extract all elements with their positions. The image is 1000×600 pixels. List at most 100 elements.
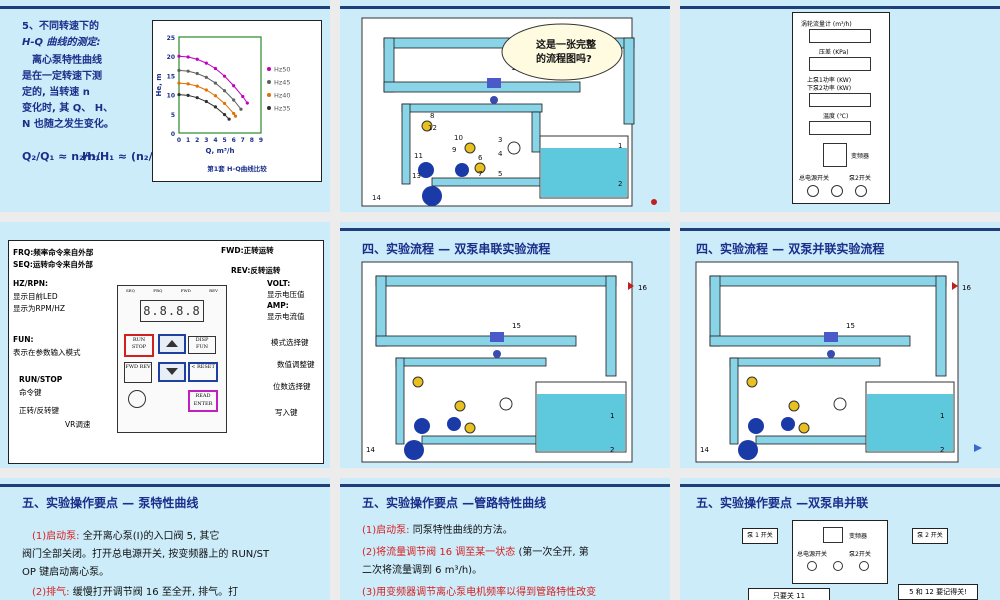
valve-16-icon: [952, 282, 958, 290]
data-point: [222, 74, 227, 78]
legend-label: Hz50: [274, 66, 291, 74]
data-point: [195, 57, 199, 61]
slide-7-p1: (1)启动泵: 全开离心泵(I)的入口阀 5, 其它: [32, 528, 219, 545]
valve-16-icon: [628, 282, 634, 290]
pump2-switch-callout: 泵 2 开关: [912, 528, 948, 544]
chart-caption: 第1套 H-Q曲线比较: [207, 164, 267, 173]
label-2: 2: [618, 180, 622, 188]
slide-6[interactable]: 四、实验流程 — 双泵并联实验流程: [680, 222, 1000, 468]
data-point: [233, 114, 238, 118]
data-point: [177, 81, 181, 85]
data-point: [195, 84, 199, 88]
mini-inverter-label: 变频器: [849, 533, 868, 540]
slide-4[interactable]: FRQ:频率命令来自外部 SEQ:运转命令来自外部 FWD:正转运转 REV:反…: [0, 222, 330, 468]
pump2-switch[interactable]: [855, 185, 867, 197]
flow-diagram-series: 16 15 1 2 14: [361, 261, 647, 463]
inverter-panel-diagram: FRQ:频率命令来自外部 SEQ:运转命令来自外部 FWD:正转运转 REV:反…: [8, 240, 324, 464]
mini-pump2-switch[interactable]: [859, 561, 869, 571]
slide-1-top-bar: [0, 6, 330, 9]
data-point: [213, 66, 218, 71]
callout-cloud: 这是一张完整 的流程图吗?: [501, 23, 623, 81]
mini-inverter-box: [823, 527, 843, 543]
fwd-rev-button[interactable]: FWD REV: [124, 362, 152, 383]
mini-main-switch[interactable]: [807, 561, 817, 571]
run-stop-button[interactable]: RUN STOP: [124, 334, 154, 357]
callout-line-1: 这是一张完整: [536, 38, 596, 51]
slide-7-p1b: 阀门全部关闭。打开总电源开关, 按变频器上的 RUN/ST: [22, 549, 270, 560]
main-switch[interactable]: [807, 185, 819, 197]
x-axis-label: Q, m³/h: [206, 147, 235, 155]
slide-8-p2: (2)将流量调节阀 16 调至某一状态 (第一次全开, 第: [362, 544, 589, 561]
x-tick-label: 7: [241, 137, 245, 144]
legend-label: Hz40: [274, 92, 291, 100]
amp-label: AMP:: [267, 301, 289, 310]
slide-7-p2-text: 缓慢打开调节阀 16 至全开, 排气。打: [72, 587, 239, 598]
mini-switch-2[interactable]: [833, 561, 843, 571]
slide-3[interactable]: 涡轮流量计 (m³/h) 压差 (KPa) 上泵1功率 (KW) 下泵2功率 (…: [680, 0, 1000, 212]
hzrpm-desc-2: 显示为RPM/HZ: [13, 304, 66, 313]
data-point: [222, 112, 227, 117]
data-point: [222, 101, 227, 106]
pos-key-label: 位数选择键: [273, 382, 311, 391]
vr-knob[interactable]: [128, 390, 146, 408]
pump2-switch-label: 泵2开关: [849, 175, 871, 182]
up-arrow-icon: [166, 340, 178, 347]
slide-8[interactable]: 五、实验操作要点 —管路特性曲线 (1)启动泵: 同泵特性曲线的方法。 (2)将…: [340, 478, 670, 600]
slide-7[interactable]: 五、实验操作要点 — 泵特性曲线 (1)启动泵: 全开离心泵(I)的入口阀 5,…: [0, 478, 330, 600]
label-10: 10: [454, 134, 463, 142]
label-15: 15: [512, 322, 521, 330]
slide-7-p1-label: (1)启动泵:: [32, 531, 80, 542]
disp-fun-button[interactable]: DISP FUN: [188, 336, 216, 354]
slide-9-top-bar: [680, 484, 1000, 487]
next-arrow-icon[interactable]: [974, 444, 982, 452]
mini-pump2-switch-label: 泵2开关: [849, 551, 871, 558]
slide-8-p1-text: 同泵特性曲线的方法。: [412, 525, 513, 536]
slide-7-title: 五、实验操作要点 — 泵特性曲线: [22, 496, 199, 510]
fun-label: FUN:: [13, 335, 34, 344]
runstop-desc: 命令键: [19, 388, 42, 397]
legend-marker: [267, 67, 271, 71]
data-point: [186, 69, 190, 73]
reset-button[interactable]: < RESET: [188, 362, 218, 382]
led-row: SEQ FRQ FWD REV: [126, 288, 218, 296]
label-16: 16: [638, 284, 647, 292]
slide-9[interactable]: 五、实验操作要点 —双泵串并联 泵 1 开关 变频器 总电源开关 泵2开关 泵 …: [680, 478, 1000, 600]
mini-control-panel: 变频器 总电源开关 泵2开关: [792, 520, 888, 584]
up-button[interactable]: [158, 334, 186, 354]
data-point: [232, 84, 236, 88]
slide-7-p2-label: (2)排气:: [32, 587, 70, 598]
data-point: [213, 94, 218, 98]
x-tick-label: 5: [222, 137, 226, 144]
data-point: [245, 101, 249, 105]
label-5: 5: [498, 170, 502, 178]
note-close-5-12: 5 和 12 要记得关!: [898, 584, 978, 600]
data-point: [232, 111, 236, 116]
fun-desc: 表示在参数输入模式: [13, 348, 81, 357]
data-point: [177, 54, 181, 58]
data-point: [186, 82, 190, 86]
y-tick-label: 15: [167, 73, 175, 80]
data-point: [232, 98, 236, 102]
slide-1[interactable]: 5、不同转速下的 H-Q 曲线的测定: 离心泵特性曲线 是在一定转速下测 定的,…: [0, 0, 330, 212]
slide-1-heading2: H-Q 曲线的测定:: [22, 37, 101, 48]
data-point: [177, 68, 181, 73]
led-rev: REV: [209, 288, 218, 293]
read-enter-button[interactable]: READ ENTER: [188, 390, 218, 412]
label-9: 9: [452, 146, 456, 154]
data-point: [213, 81, 218, 85]
control-panel: 涡轮流量计 (m³/h) 压差 (KPa) 上泵1功率 (KW) 下泵2功率 (…: [792, 12, 890, 204]
slide-7-p2: (2)排气: 缓慢打开调节阀 16 至全开, 排气。打: [32, 584, 238, 600]
switch-2[interactable]: [831, 185, 843, 197]
slide-6-title: 四、实验流程 — 双泵并联实验流程: [696, 242, 885, 256]
slide-5-top-bar: [340, 228, 670, 231]
slide-5-title: 四、实验流程 — 双泵串联实验流程: [362, 242, 551, 256]
slide-8-p1-label: (1)启动泵:: [362, 525, 410, 536]
slide-8-p1: (1)启动泵: 同泵特性曲线的方法。: [362, 522, 513, 539]
label-16: 16: [962, 284, 971, 292]
down-button[interactable]: [158, 362, 186, 382]
x-tick-label: 0: [177, 137, 181, 144]
slide-5[interactable]: 四、实验流程 — 双泵串联实验流程: [340, 222, 670, 468]
slide-2[interactable]: 15 8 12 10 9 3 4 5 6 7 11 13 14 1 2 这是一张…: [340, 0, 670, 212]
vr-label: VR调速: [65, 420, 91, 429]
